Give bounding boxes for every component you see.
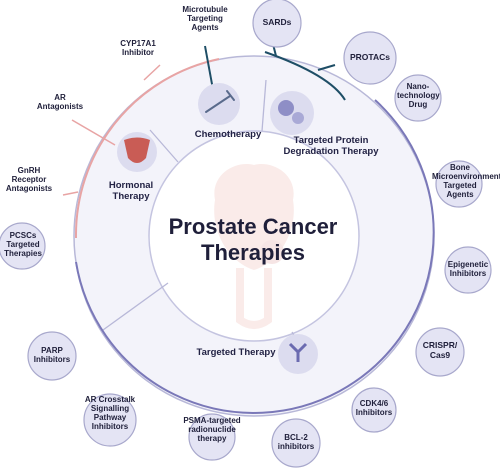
- connector-cyp17a1: [143, 64, 161, 81]
- node-crispr: CRISPR/ Cas9: [422, 340, 458, 360]
- title-line-1: Prostate Cancer: [168, 214, 338, 239]
- node-bone-microenvironment: Bone Microenvironment Targeted Agents: [432, 163, 500, 199]
- hormonal-arc: [74, 58, 220, 239]
- node-psma: PSMA-targeted radionuclide therapy: [183, 416, 241, 443]
- node-sards: SARDs: [262, 17, 292, 27]
- sector-targeted-protein: Targeted Protein Degradation Therapy: [283, 135, 379, 157]
- connector-ar-antagonists: [71, 119, 116, 146]
- targeted-arc: [75, 99, 435, 414]
- node-pcscs: PCSCs Targeted Therapies: [4, 231, 42, 258]
- title-line-2: Therapies: [201, 240, 305, 265]
- node-epigenetic: Epigenetic Inhibitors: [447, 260, 489, 278]
- label-gnrh: GnRH Receptor Antagonists: [5, 166, 53, 193]
- prostate-illustration: [214, 164, 294, 329]
- inner-circle: [148, 130, 360, 342]
- node-cdk46: CDK4/6 Inhibitors: [355, 399, 393, 417]
- node-nanotechnology: Nano-technology Drug: [397, 82, 440, 109]
- sector-hormonal: Hormonal Therapy: [108, 180, 154, 202]
- label-ar-antagonists: AR Antagonists: [36, 93, 84, 111]
- sector-chemotherapy: Chemotherapy: [194, 129, 262, 140]
- node-ar-crosstalk: AR Crosstalk Signalling Pathway Inhibito…: [84, 395, 136, 431]
- label-microtubule: Microtubule Targeting Agents: [182, 5, 228, 32]
- connector-protacs: [317, 64, 336, 71]
- connector-gnrh: [62, 191, 79, 196]
- label-cyp17a1: CYP17A1 Inhibitor: [120, 39, 156, 57]
- sector-targeted-therapy: Targeted Therapy: [196, 347, 276, 358]
- node-bcl2: BCL-2 inhibitors: [277, 433, 315, 451]
- node-protacs: PROTACs: [350, 52, 390, 62]
- outer-nodes: [0, 0, 492, 468]
- degradation-arc: [264, 51, 346, 101]
- center-title: Prostate Cancer Therapies: [148, 214, 358, 266]
- node-parp: PARP Inhibitors: [33, 346, 71, 364]
